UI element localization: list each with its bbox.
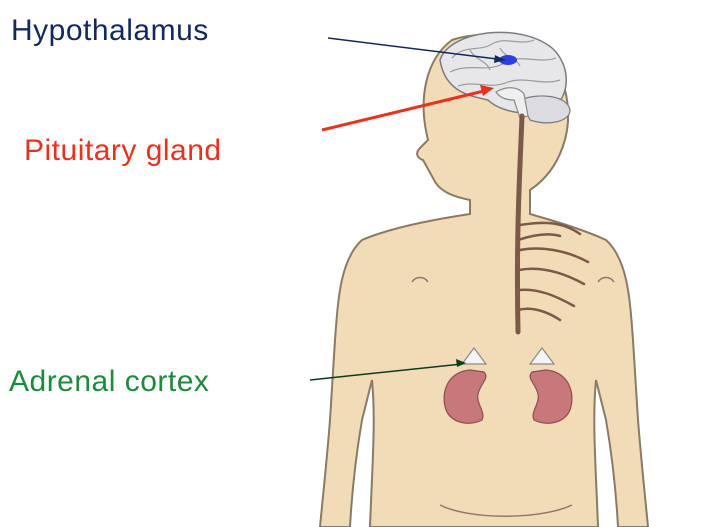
hypothalamus-label: Hypothalamus xyxy=(11,16,209,46)
adrenal-cortex-label: Adrenal cortex xyxy=(9,367,209,397)
pituitary-gland-label: Pituitary gland xyxy=(24,136,222,166)
